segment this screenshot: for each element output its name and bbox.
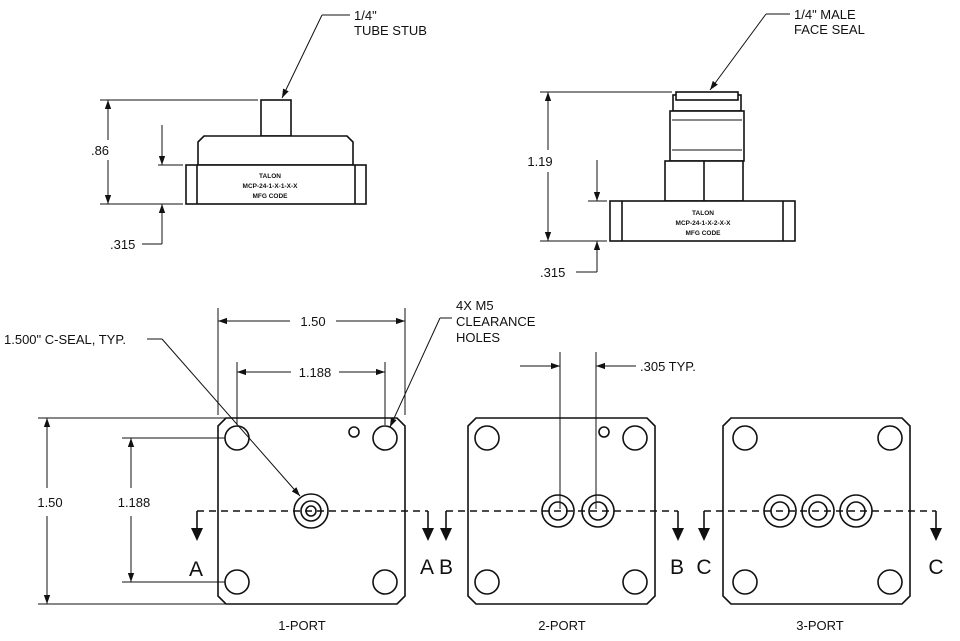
port-2 (581, 494, 615, 528)
mounting-hole (877, 569, 903, 595)
stub-callout-2: TUBE STUB (354, 23, 427, 38)
side-view-tube-stub: TALON MCP-24-1-X-1-X-X MFG CODE 1/4" TUB… (91, 8, 427, 252)
seal-part-label-1: TALON (692, 210, 714, 217)
seal-callout-1: 1/4" MALE (794, 7, 856, 22)
face-seal-flange (609, 200, 796, 242)
side-view-face-seal: TALON MCP-24-1-X-2-X-X MFG CODE 1/4" MAL… (527, 7, 864, 280)
section-b-left: B (439, 556, 453, 579)
mounting-hole (732, 569, 758, 595)
face-seal-ring (675, 91, 739, 101)
caption-2-port: 2-PORT (538, 618, 585, 633)
caption-1-port: 1-PORT (278, 618, 325, 633)
mounting-hole (372, 569, 398, 595)
holes-note-2: CLEARANCE (456, 314, 536, 329)
top-view-2-port: .305 TYP. B B 2-PORT (439, 352, 696, 633)
stub-part-label-3: MFG CODE (252, 193, 288, 200)
port-3 (839, 494, 873, 528)
locating-pin (598, 426, 610, 438)
stub-dim-height: .86 (91, 143, 109, 158)
locating-pin (348, 426, 360, 438)
stub-flange (185, 164, 367, 205)
section-c-left: C (696, 556, 711, 579)
dim-plate-width: 1.50 (300, 314, 325, 329)
mounting-hole (877, 425, 903, 451)
section-a-right: A (420, 556, 434, 579)
mounting-hole (622, 569, 648, 595)
dim-plate-height: 1.50 (37, 495, 62, 510)
dim-port-spacing: .305 TYP. (640, 359, 696, 374)
seal-dim-flange: .315 (540, 265, 565, 280)
seal-part-label-2: MCP-24-1-X-2-X-X (676, 220, 732, 227)
plate-1-port (217, 417, 406, 605)
dim-hole-spacing-y: 1.188 (118, 495, 151, 510)
section-c-right: C (928, 556, 943, 579)
holes-note-1: 4X M5 (456, 298, 494, 313)
seal-dim-height: 1.19 (527, 154, 552, 169)
mounting-hole (224, 569, 250, 595)
dim-hole-spacing-x: 1.188 (299, 365, 332, 380)
mounting-hole (224, 425, 250, 451)
stub-part-label-1: TALON (259, 173, 281, 180)
plate-3-port (722, 417, 911, 605)
top-view-1-port: 1.50 1.188 1.50 1.188 1.500" C-SEAL, TYP… (4, 298, 536, 633)
stub-dim-flange: .315 (110, 237, 135, 252)
seal-callout-2: FACE SEAL (794, 22, 865, 37)
section-b-right: B (670, 556, 684, 579)
mounting-hole (474, 425, 500, 451)
tube-stub (260, 99, 292, 137)
top-view-3-port: C C 3-PORT (696, 417, 944, 633)
mounting-hole (622, 425, 648, 451)
mounting-hole (474, 569, 500, 595)
stub-body (197, 135, 354, 166)
mounting-hole (732, 425, 758, 451)
face-seal-nut (669, 110, 745, 162)
seal-part-label-3: MFG CODE (685, 230, 721, 237)
caption-3-port: 3-PORT (796, 618, 843, 633)
cseal-note: 1.500" C-SEAL, TYP. (4, 332, 126, 347)
mounting-hole (372, 425, 398, 451)
stub-part-label-2: MCP-24-1-X-1-X-X (243, 183, 299, 190)
stub-callout-1: 1/4" (354, 8, 377, 23)
plate-2-port (467, 417, 656, 605)
holes-note-3: HOLES (456, 330, 500, 345)
section-a-left: A (189, 558, 203, 581)
